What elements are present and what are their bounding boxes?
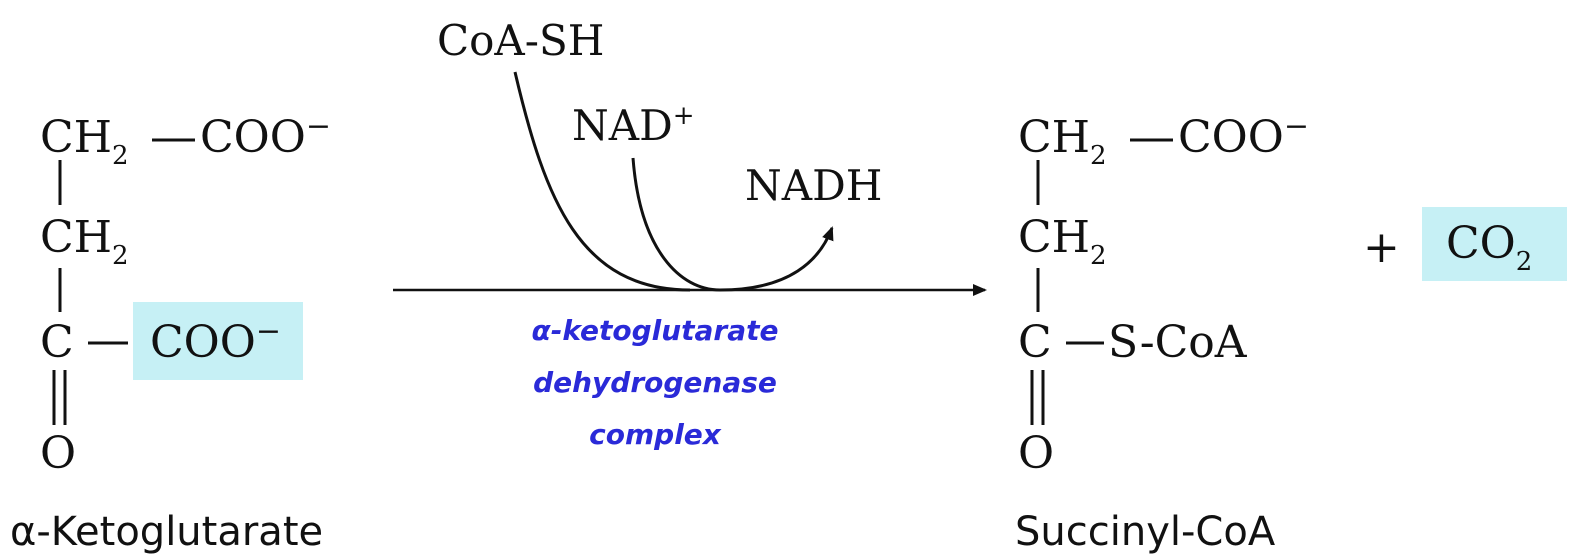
- substrate-ch2-top: CH2: [40, 112, 129, 171]
- product-name: Succinyl-CoA: [1015, 509, 1276, 555]
- reaction-arrow-group: CoA-SH NAD+ NADH α-ketoglutarate dehydro…: [393, 16, 987, 451]
- substrate-structure: CH2 COO− CH2 C COO− O α-Ketoglutarate: [10, 109, 331, 555]
- product-ch2-top: CH2: [1018, 112, 1107, 171]
- enzyme-label-line-3: complex: [589, 418, 722, 451]
- co2-label: CO2: [1446, 218, 1532, 277]
- substrate-c-atom: C: [40, 317, 74, 368]
- substrate-o-atom: O: [40, 428, 76, 479]
- product-coo-top: COO−: [1178, 109, 1309, 163]
- substrate-coo-top: COO−: [200, 109, 331, 163]
- coa-sh-entry-curve: [513, 71, 691, 292]
- co2-highlight: [1422, 207, 1567, 281]
- enzyme-label-line-2: dehydrogenase: [533, 366, 777, 399]
- coa-sh-label: CoA-SH: [437, 16, 604, 65]
- substrate-carboxyl-highlight: [133, 302, 303, 380]
- enzyme-label-line-1: α-ketoglutarate: [531, 314, 778, 347]
- nadh-label: NADH: [745, 161, 882, 210]
- substrate-coo-bottom: COO−: [150, 314, 281, 368]
- product-s-coa: S-CoA: [1108, 317, 1248, 368]
- substrate-name: α-Ketoglutarate: [10, 509, 323, 555]
- plus-sign: +: [1363, 222, 1400, 273]
- byproduct-structure: + CO2: [1363, 207, 1567, 281]
- product-structure: CH2 COO− CH2 C S-CoA O Succinyl-CoA: [1015, 109, 1309, 555]
- nad-plus-label: NAD+: [572, 101, 695, 150]
- product-c-atom: C: [1018, 317, 1052, 368]
- product-o-atom: O: [1018, 428, 1054, 479]
- substrate-ch2-mid: CH2: [40, 212, 129, 271]
- product-ch2-mid: CH2: [1018, 212, 1107, 271]
